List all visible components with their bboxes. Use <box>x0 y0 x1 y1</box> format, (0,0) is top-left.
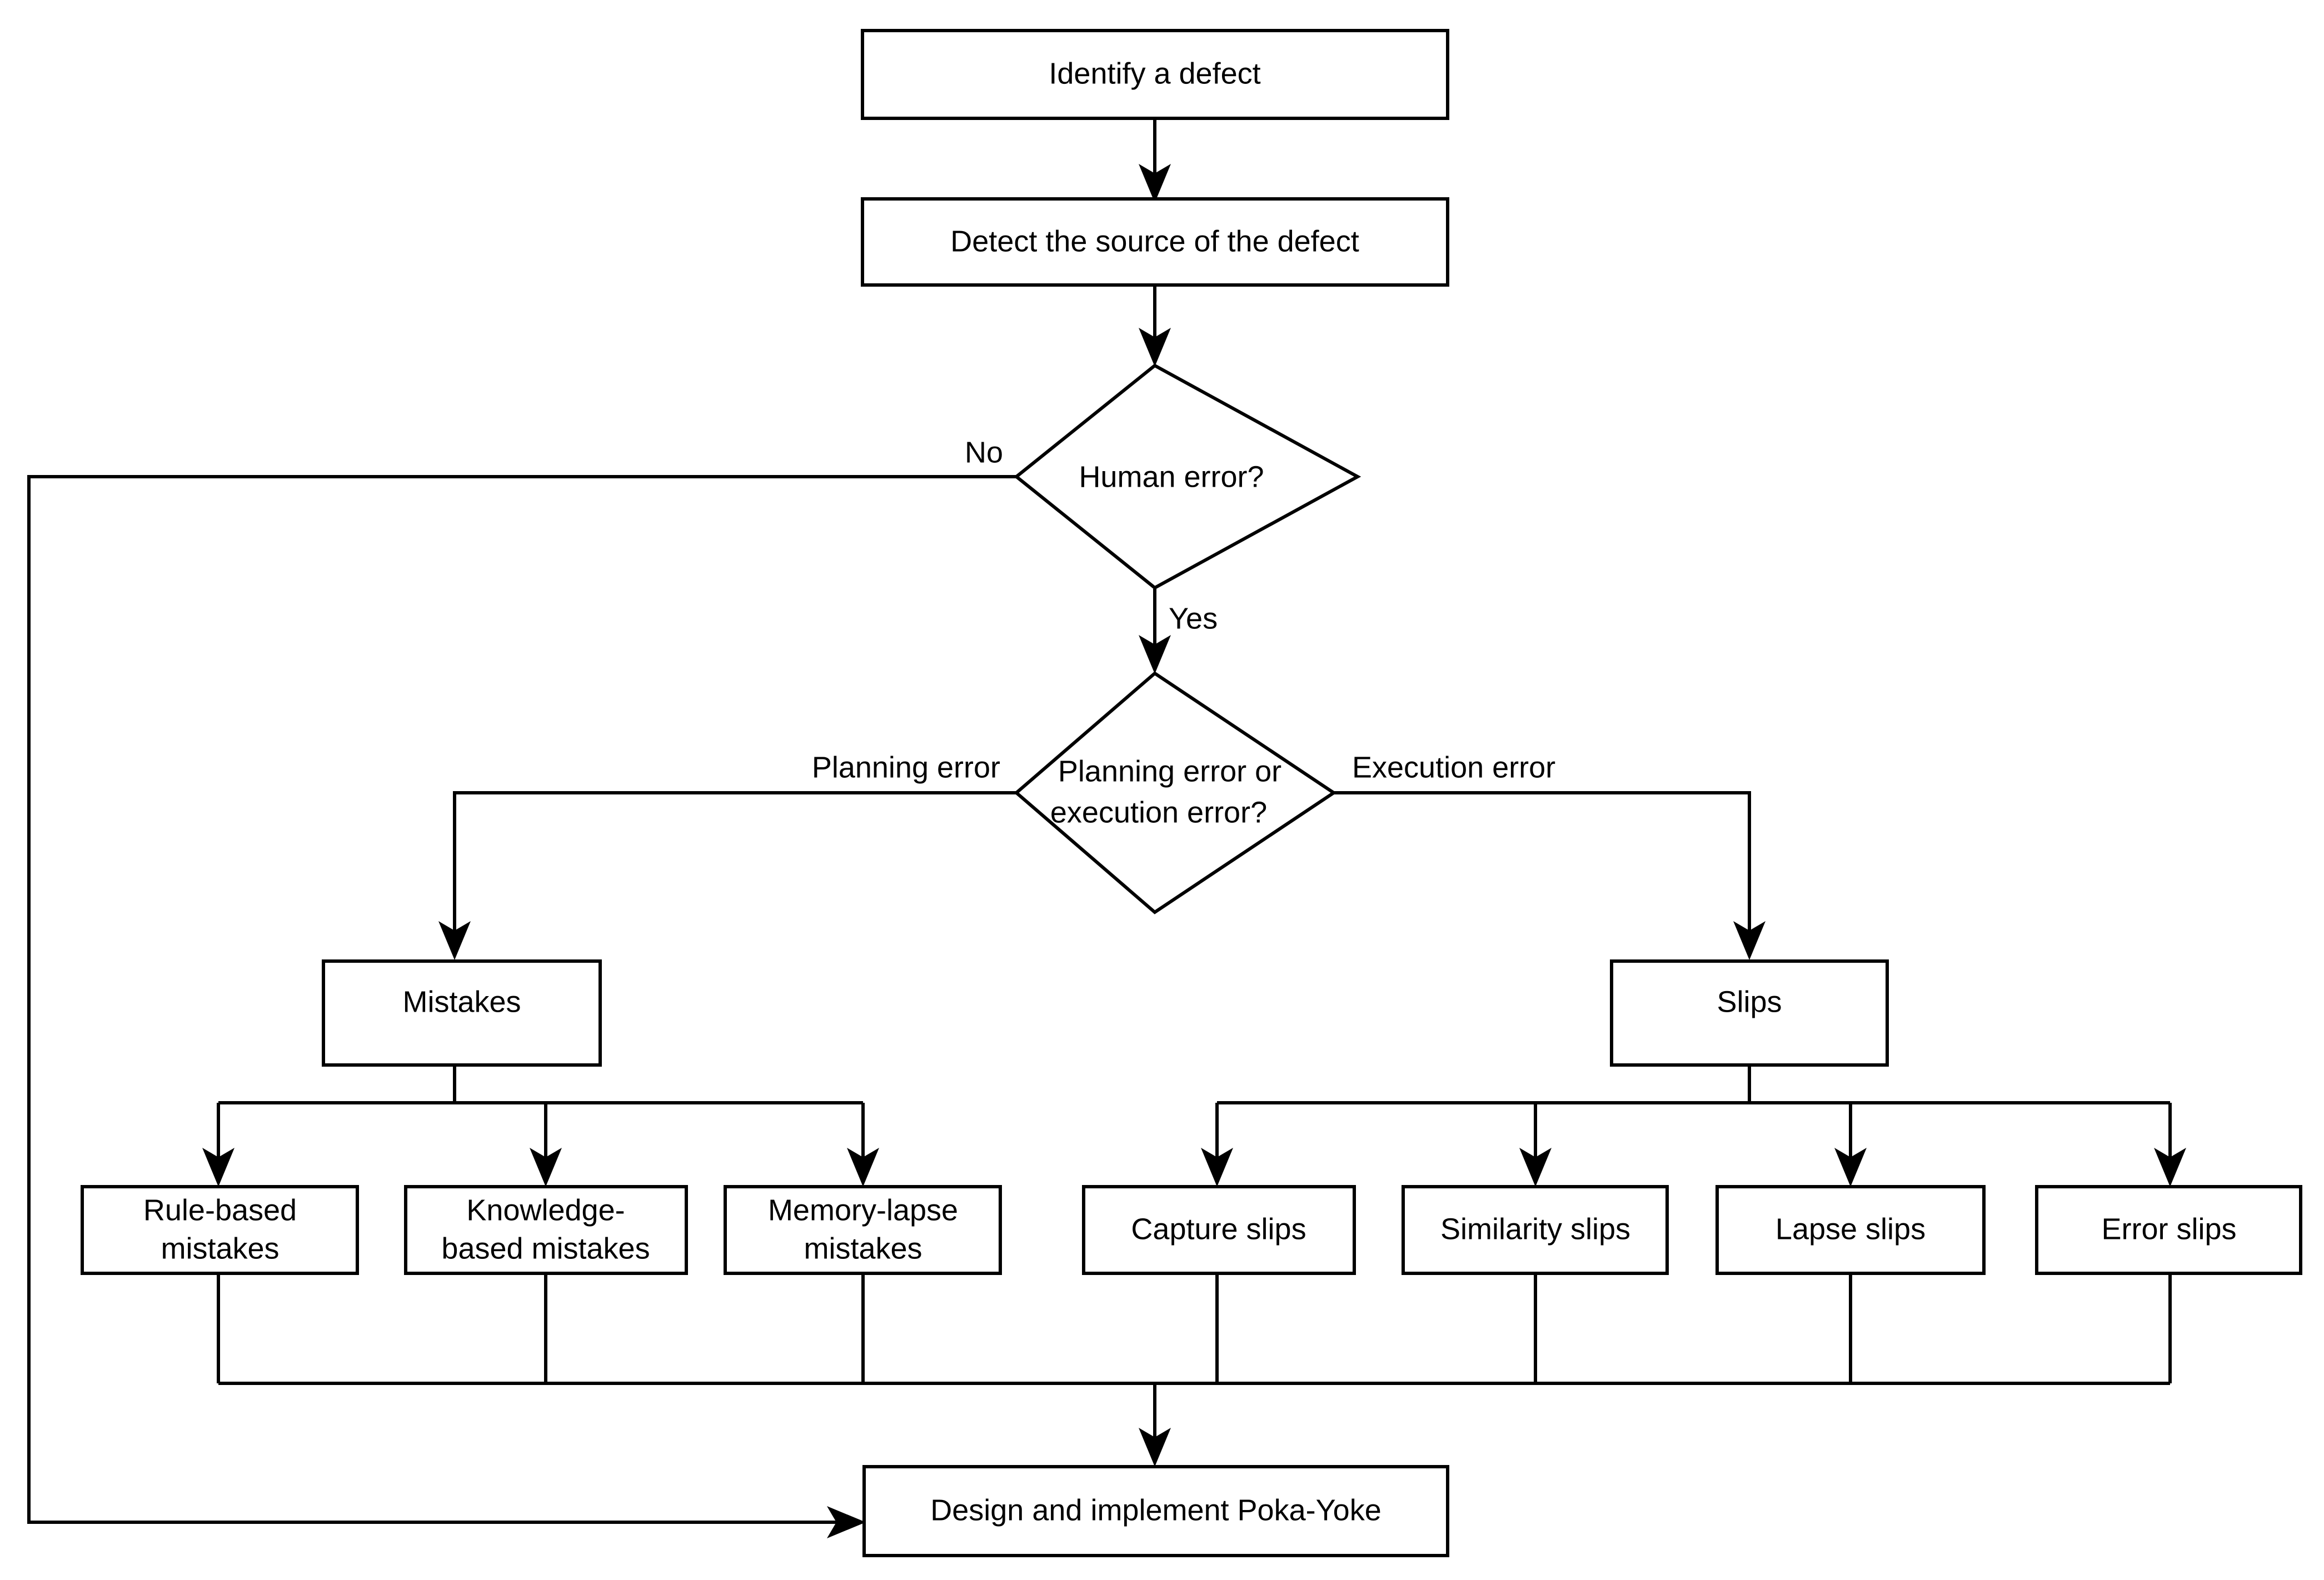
node-error-slips-label: Error slips <box>2101 1212 2236 1246</box>
node-capture-slips-label: Capture slips <box>1131 1212 1306 1246</box>
edge-identify-to-detect <box>1139 118 1171 203</box>
edge-no-loop <box>27 475 1016 1538</box>
node-identify-a-defect[interactable]: Identify a defect <box>861 29 1449 120</box>
node-similarity-slips[interactable]: Similarity slips <box>1402 1185 1669 1275</box>
edge-slips-fanout <box>1201 1065 2186 1187</box>
node-lapse-slips[interactable]: Lapse slips <box>1715 1185 1986 1275</box>
node-memory-lapse-mistakes[interactable]: Memory-lapse mistakes <box>724 1185 1002 1275</box>
edge-planning-error-to-mistakes <box>438 791 1016 960</box>
node-human-error-decision-label: Human error? <box>1079 460 1264 493</box>
node-design-and-implement-poka-yoke-label: Design and implement Poka-Yoke <box>930 1493 1381 1527</box>
node-detect-the-source[interactable]: Detect the source of the defect <box>861 197 1449 287</box>
edge-label-yes: Yes <box>1169 602 1218 635</box>
node-similarity-slips-label: Similarity slips <box>1440 1212 1630 1246</box>
node-rule-based-mistakes-line1: Rule-based <box>143 1193 297 1227</box>
edge-execution-error-to-slips <box>1293 791 1766 960</box>
node-memory-lapse-mistakes-line2: mistakes <box>804 1232 922 1265</box>
node-capture-slips[interactable]: Capture slips <box>1082 1185 1356 1275</box>
edge-label-planning-error: Planning error <box>812 751 1000 784</box>
node-detect-the-source-label: Detect the source of the defect <box>950 224 1359 258</box>
node-slips[interactable]: Slips <box>1610 959 1889 1067</box>
node-planning-or-execution-line2: execution error? <box>1050 796 1267 829</box>
node-human-error-decision[interactable]: Human error? <box>1014 363 1362 590</box>
node-mistakes-label: Mistakes <box>402 985 521 1018</box>
node-planning-or-execution-line1: Planning error or <box>1058 754 1281 788</box>
node-error-slips[interactable]: Error slips <box>2035 1185 2302 1275</box>
edge-mistakes-fanout <box>202 1065 879 1187</box>
node-knowledge-based-mistakes-line1: Knowledge- <box>466 1193 625 1227</box>
edge-leaves-merge-to-poka-yoke <box>217 1273 2172 1467</box>
node-mistakes[interactable]: Mistakes <box>322 959 602 1067</box>
edge-label-no: No <box>965 436 1003 469</box>
node-identify-a-defect-label: Identify a defect <box>1049 57 1260 90</box>
node-lapse-slips-label: Lapse slips <box>1776 1212 1926 1246</box>
node-slips-label: Slips <box>1717 985 1782 1018</box>
edge-yes-to-planning-diamond <box>1139 589 1171 674</box>
node-knowledge-based-mistakes[interactable]: Knowledge- based mistakes <box>404 1185 688 1275</box>
node-knowledge-based-mistakes-line2: based mistakes <box>441 1232 650 1265</box>
node-rule-based-mistakes[interactable]: Rule-based mistakes <box>81 1185 359 1275</box>
edge-detect-to-human-error <box>1139 285 1171 367</box>
node-planning-or-execution-decision[interactable]: Planning error or execution error? <box>1014 671 1337 914</box>
edge-label-execution-error: Execution error <box>1352 751 1555 784</box>
node-memory-lapse-mistakes-line1: Memory-lapse <box>768 1193 958 1227</box>
node-rule-based-mistakes-line2: mistakes <box>161 1232 279 1265</box>
node-design-and-implement-poka-yoke[interactable]: Design and implement Poka-Yoke <box>862 1465 1449 1557</box>
